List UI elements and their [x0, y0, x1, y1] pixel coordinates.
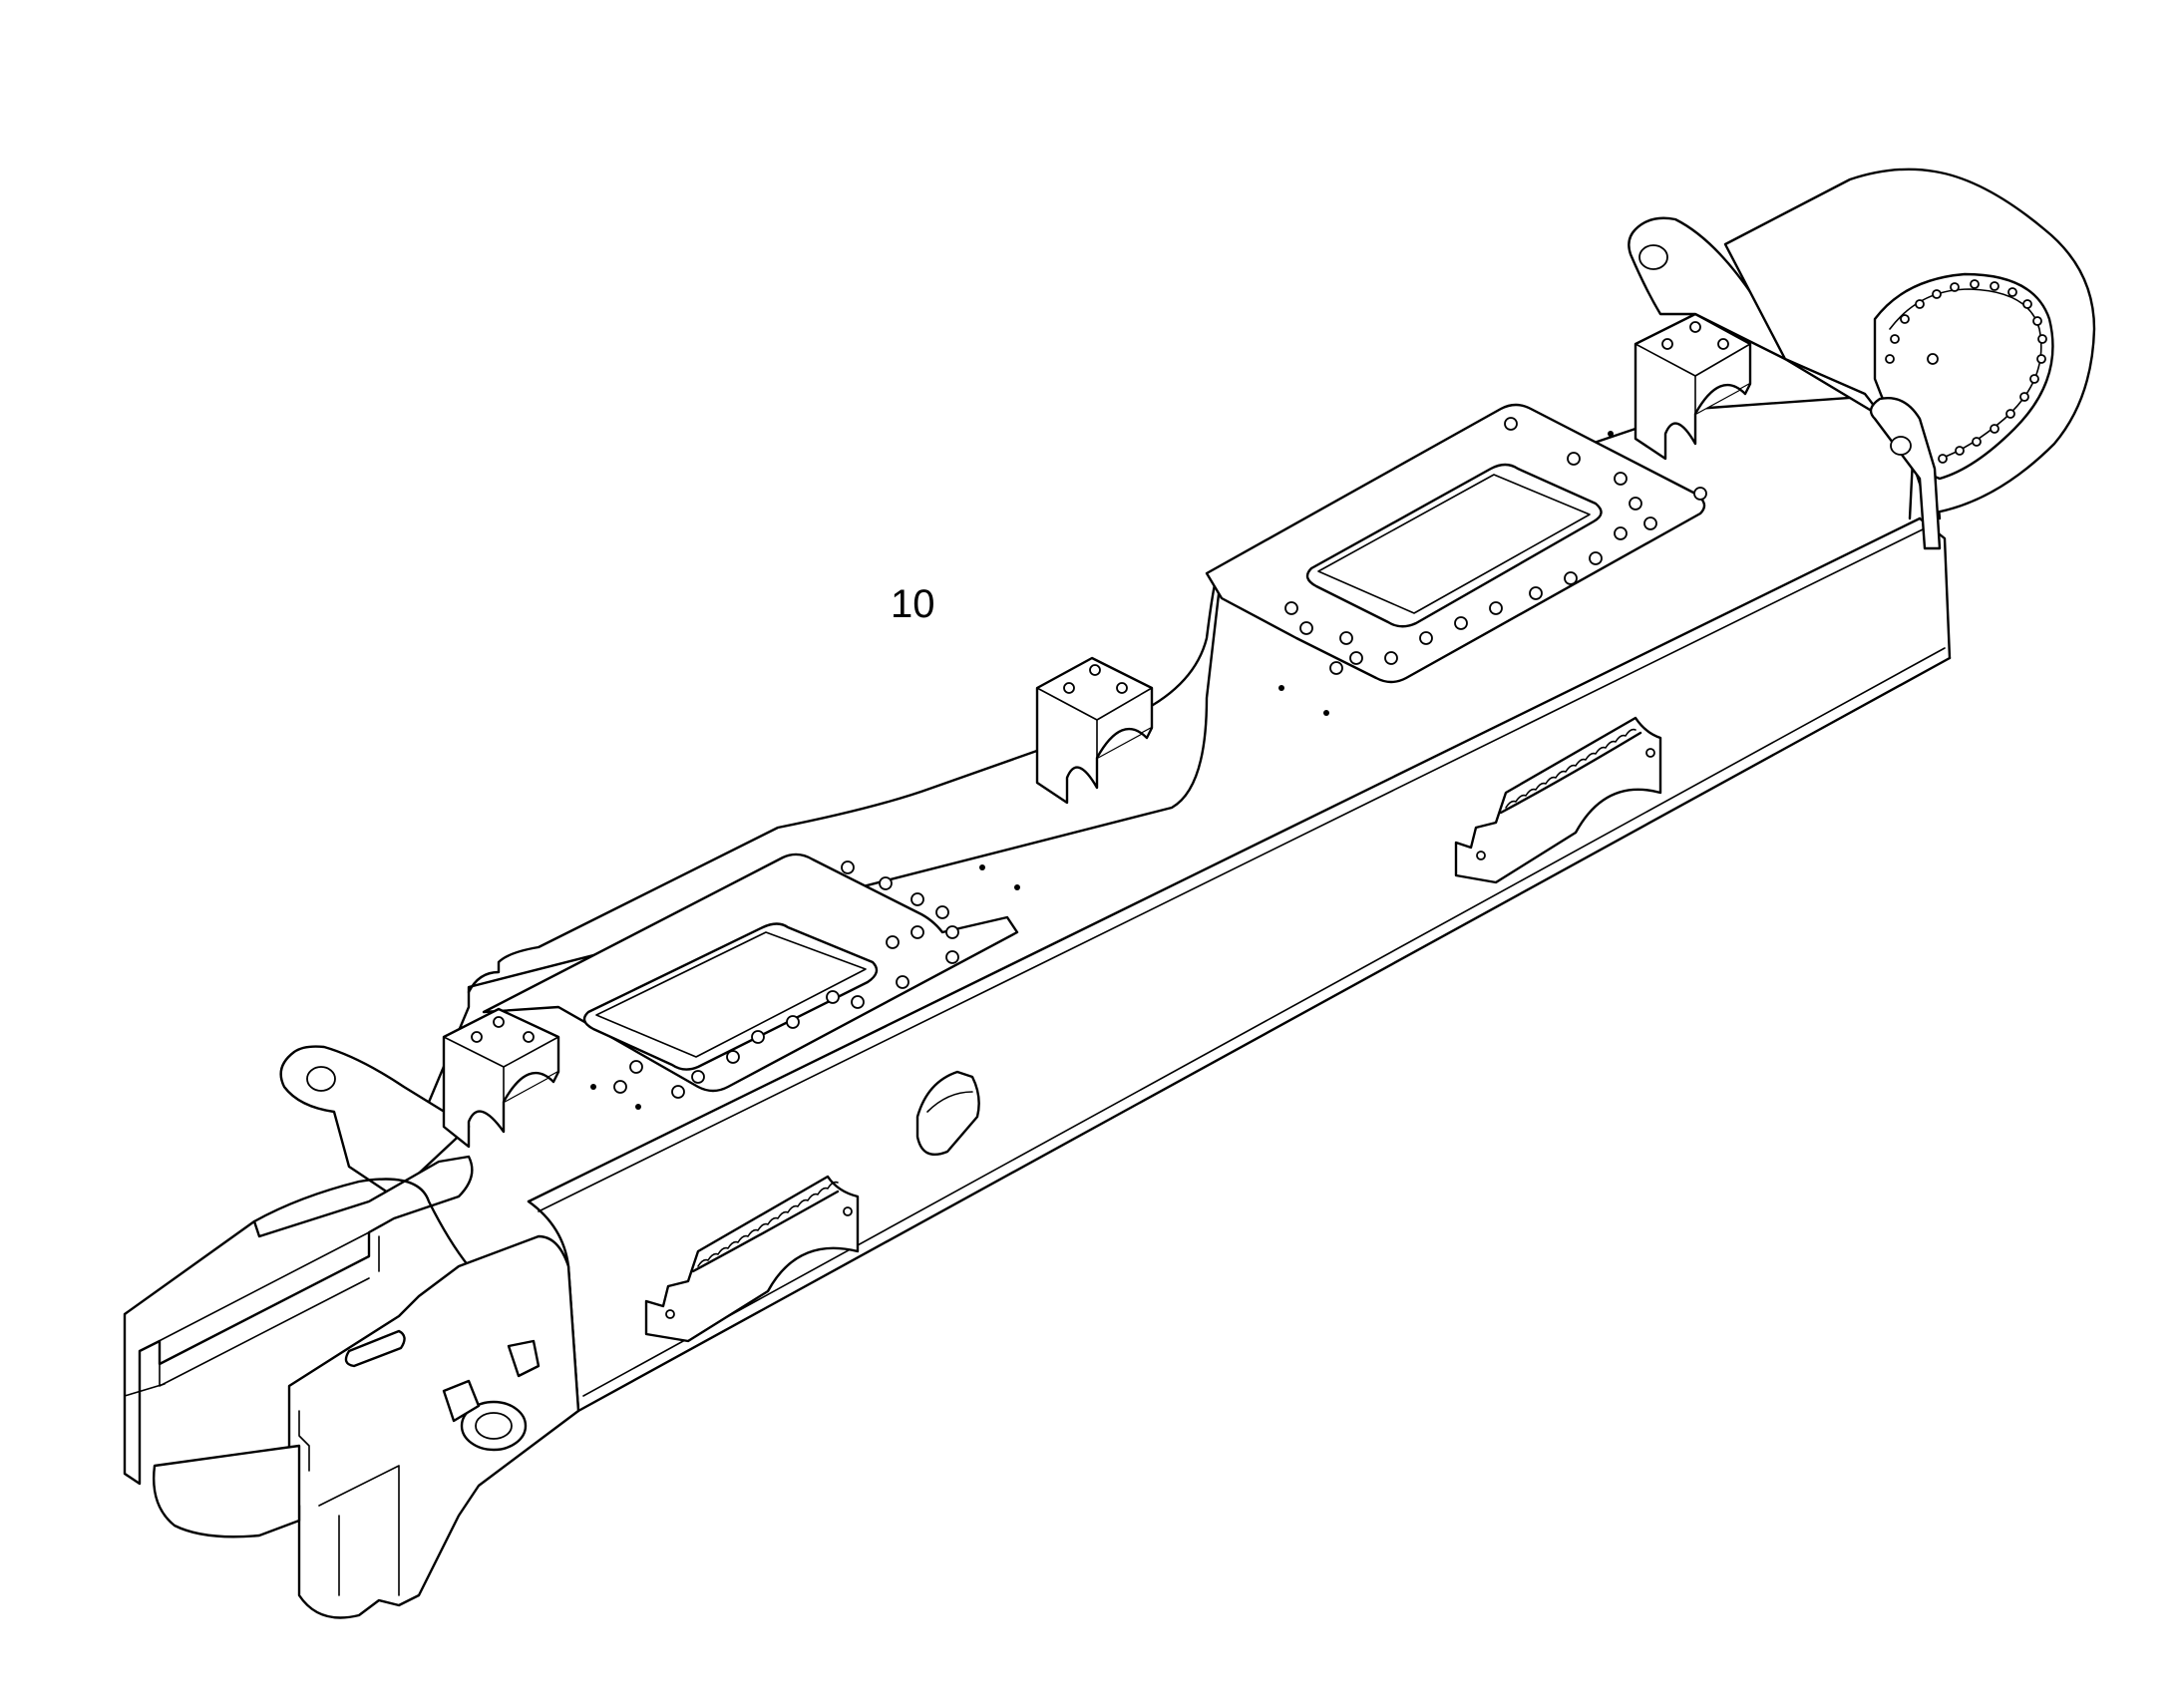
side-access-opening	[915, 1070, 980, 1157]
rack-teeth-left	[697, 1181, 839, 1267]
part-callout-label: 10	[891, 582, 935, 626]
plate-bolt-holes-right	[1284, 417, 1707, 675]
top-mounting-plate-right	[1205, 403, 1707, 716]
plate-bolt-holes-left	[613, 860, 959, 1099]
top-mounting-plate-left	[482, 853, 1020, 1110]
slew-ring-bolt-holes	[1885, 279, 2047, 464]
main-beam	[402, 392, 1952, 1413]
saddle-block-right	[1634, 312, 1752, 461]
pin-keeper	[442, 1339, 541, 1452]
rack-plate-right	[1454, 716, 1662, 884]
saddle-block-middle	[1035, 656, 1154, 805]
rack-teeth-right	[1505, 728, 1636, 809]
rack-plate-left	[644, 1175, 860, 1343]
saddle-block-left	[442, 1007, 560, 1149]
left-end-fork	[123, 1045, 580, 1619]
right-end-housing	[1628, 168, 2096, 550]
